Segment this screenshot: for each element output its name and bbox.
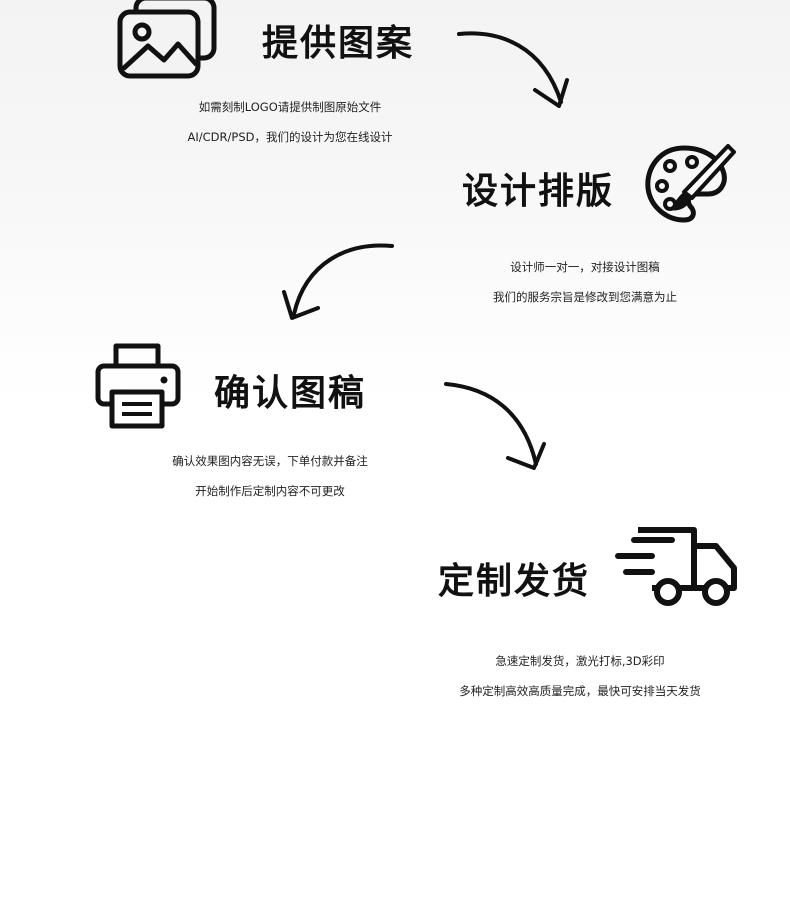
curved-arrow-icon <box>282 243 394 320</box>
image-icon <box>117 0 217 79</box>
printer-icon <box>95 343 181 429</box>
curved-arrow-icon <box>457 31 569 108</box>
description-line: 确认效果图内容无误，下单付款并备注 <box>172 454 368 468</box>
curved-arrow-icon <box>444 382 546 470</box>
palette-icon <box>645 144 736 223</box>
step-description-design-layout: 设计师一对一，对接设计图稿 我们的服务宗旨是修改到您满意为止 <box>460 252 710 312</box>
description-line: 多种定制高效高质量完成，最快可安排当天发货 <box>459 684 701 698</box>
step-title-provide-pattern: 提供图案 <box>262 23 415 64</box>
step-description-provide-pattern: 如需刻制LOGO请提供制图原始文件 AI/CDR/PSD，我们的设计为您在线设计 <box>140 92 440 152</box>
description-line: 我们的服务宗旨是修改到您满意为止 <box>493 290 677 304</box>
step-description-custom-shipping: 急速定制发货，激光打标,3D彩印 多种定制高效高质量完成，最快可安排当天发货 <box>420 646 740 706</box>
step-title-confirm-draft: 确认图稿 <box>214 373 367 414</box>
step-title-design-layout: 设计排版 <box>462 171 615 212</box>
step-description-confirm-draft: 确认效果图内容无误，下单付款并备注 开始制作后定制内容不可更改 <box>120 446 420 506</box>
description-line: 开始制作后定制内容不可更改 <box>195 484 345 498</box>
description-line: AI/CDR/PSD，我们的设计为您在线设计 <box>187 130 393 144</box>
description-line: 如需刻制LOGO请提供制图原始文件 <box>198 100 382 114</box>
step-title-custom-shipping: 定制发货 <box>438 561 591 602</box>
description-line: 设计师一对一，对接设计图稿 <box>510 260 660 274</box>
description-line: 急速定制发货，激光打标,3D彩印 <box>495 654 665 668</box>
delivery-truck-icon <box>615 527 737 606</box>
